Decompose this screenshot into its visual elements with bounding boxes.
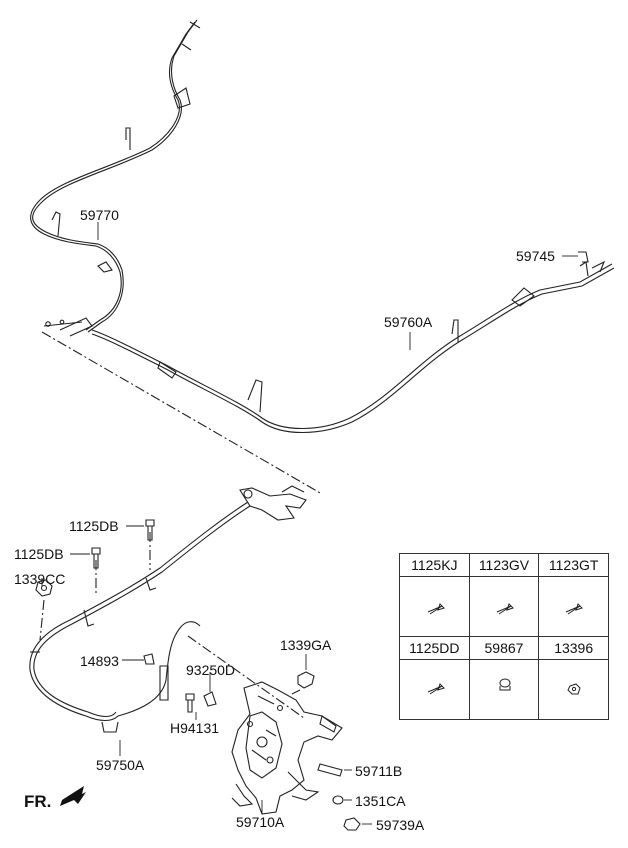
hardware-parts <box>35 251 589 831</box>
parts-cell-1123GT: 1123GT <box>538 553 609 577</box>
parts-cell-1125KJ: 1125KJ <box>399 553 470 577</box>
label-1339GA: 1339GA <box>280 637 332 653</box>
label-93250D: 93250D <box>186 662 236 678</box>
parts-cell-1125DD: 1125DD <box>399 636 470 660</box>
parts-table: 1125KJ 1123GV 1123GT 1125DD 59867 13396 <box>399 553 609 720</box>
label-59745: 59745 <box>516 248 555 264</box>
parts-cell-1123GV: 1123GV <box>468 553 540 577</box>
parts-table-icon-row-2 <box>399 659 609 720</box>
label-59750A: 59750A <box>96 757 145 773</box>
label-1125DB-upper: 1125DB <box>69 518 119 534</box>
cable-59760A <box>91 260 615 434</box>
label-1339CC: 1339CC <box>14 571 66 587</box>
label-59760A: 59760A <box>384 314 433 330</box>
parts-table-header-row-1: 1125KJ 1123GV 1123GT <box>399 553 609 577</box>
parts-table-icon-row-1 <box>399 576 609 637</box>
label-H94131: H94131 <box>170 720 220 736</box>
cable-59770 <box>30 19 201 337</box>
cable-59750A <box>29 501 251 733</box>
label-59711B: 59711B <box>355 763 403 779</box>
equalizer-bracket <box>239 485 307 521</box>
reference-lines <box>39 331 323 719</box>
parts-cell-13396: 13396 <box>538 636 609 660</box>
label-59770: 59770 <box>80 207 119 223</box>
label-59710A: 59710A <box>236 814 285 830</box>
front-direction-arrow-icon <box>60 786 86 806</box>
parts-table-header-row-2: 1125DD 59867 13396 <box>399 636 609 660</box>
label-59739A: 59739A <box>376 817 425 833</box>
label-1351CA: 1351CA <box>355 793 406 809</box>
pedal-assembly <box>231 681 343 815</box>
leader-lines <box>41 222 578 825</box>
label-14893: 14893 <box>80 653 119 669</box>
front-direction-label: FR. <box>24 792 52 811</box>
parts-cell-59867: 59867 <box>468 636 540 660</box>
label-1125DB-lower: 1125DB <box>14 546 64 562</box>
